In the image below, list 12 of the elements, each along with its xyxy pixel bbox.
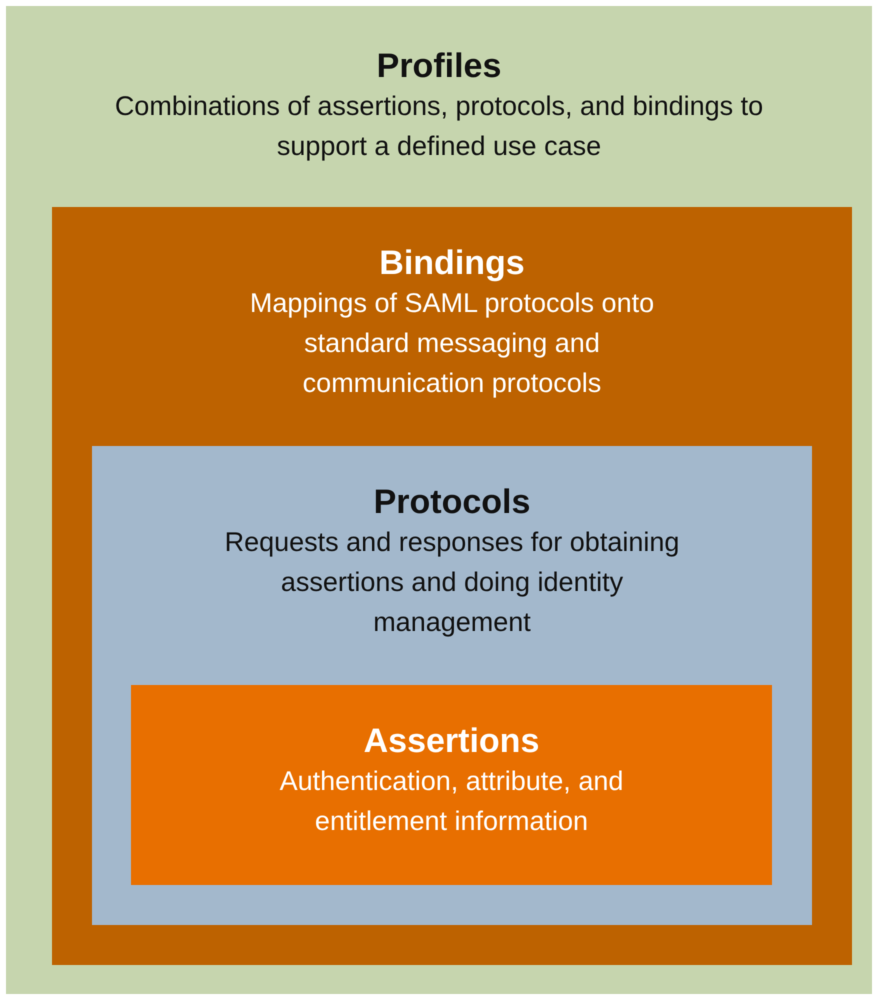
layer-title: Assertions [364, 721, 540, 761]
layer-title: Bindings [379, 243, 525, 283]
layer-title: Protocols [374, 482, 530, 522]
layer-panel [92, 446, 812, 925]
layer-description: Authentication, attribute, and entitlement information [278, 765, 624, 838]
layer-description: Mappings of SAML protocols onto standard messaging and communication protocols [248, 287, 656, 400]
layer-description: Combinations of assertions, protocols, and bindings to support a defined use case [114, 90, 764, 163]
layer-panel [6, 6, 872, 994]
layer-description: Requests and responses for obtaining assertions and doing identity management [224, 526, 680, 639]
layer-panel [52, 207, 852, 965]
layer-title: Profiles [376, 46, 502, 86]
layer-panel [131, 685, 772, 885]
